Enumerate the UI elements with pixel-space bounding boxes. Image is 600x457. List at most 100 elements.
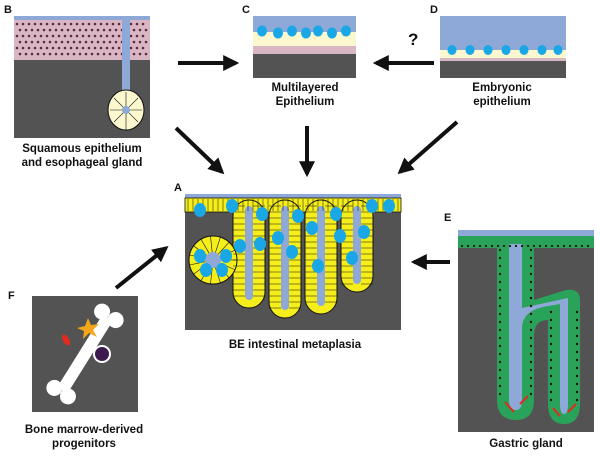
goblet-cell bbox=[501, 45, 511, 55]
goblet-cell bbox=[330, 207, 342, 221]
goblet-cell bbox=[220, 249, 232, 263]
squamous-nucleus bbox=[63, 46, 67, 50]
squamous-nucleus bbox=[129, 22, 133, 26]
gastric-nucleus bbox=[529, 392, 533, 396]
squamous-nucleus bbox=[21, 46, 25, 50]
gastric-nucleus bbox=[514, 244, 518, 248]
gastric-nucleus bbox=[575, 382, 579, 386]
squamous-nucleus bbox=[90, 52, 94, 56]
gastric-nucleus bbox=[575, 310, 579, 314]
squamous-nucleus bbox=[72, 28, 76, 32]
squamous-nucleus bbox=[111, 34, 115, 38]
gastric-nucleus bbox=[508, 244, 512, 248]
gastric-nucleus bbox=[498, 288, 502, 292]
goblet-cell bbox=[194, 203, 206, 217]
squamous-nucleus bbox=[111, 46, 115, 50]
panel-e-gastric-gland bbox=[458, 230, 594, 432]
gastric-nucleus bbox=[549, 358, 553, 362]
gastric-nucleus bbox=[498, 352, 502, 356]
squamous-nucleus bbox=[33, 34, 37, 38]
panel-letter-d: D bbox=[430, 4, 438, 16]
squamous-nucleus bbox=[108, 52, 112, 56]
squamous-nucleus bbox=[111, 22, 115, 26]
squamous-nucleus bbox=[102, 28, 106, 32]
gastric-nucleus bbox=[574, 244, 578, 248]
squamous-nucleus bbox=[81, 22, 85, 26]
goblet-cell bbox=[358, 225, 370, 239]
label-bone-marrow-progenitors: Bone marrow-derived progenitors bbox=[24, 424, 144, 450]
gastric-nucleus bbox=[575, 398, 579, 402]
gastric-nucleus bbox=[529, 320, 533, 324]
squamous-nucleus bbox=[78, 28, 82, 32]
gastric-nucleus bbox=[498, 320, 502, 324]
squamous-nucleus bbox=[42, 52, 46, 56]
squamous-nucleus bbox=[42, 28, 46, 32]
panel-letter-a: A bbox=[174, 182, 182, 194]
squamous-nucleus bbox=[36, 52, 40, 56]
squamous-nucleus bbox=[42, 40, 46, 44]
squamous-nucleus bbox=[138, 28, 142, 32]
gastric-nucleus bbox=[549, 342, 553, 346]
question-mark: ? bbox=[408, 30, 419, 49]
goblet-cell bbox=[366, 199, 378, 213]
squamous-nucleus bbox=[63, 22, 67, 26]
squamous-nucleus bbox=[135, 34, 139, 38]
gastric-red-cells bbox=[504, 395, 577, 417]
squamous-nucleus bbox=[60, 40, 64, 44]
squamous-nucleus bbox=[36, 40, 40, 44]
squamous-nucleus bbox=[102, 52, 106, 56]
squamous-nucleus bbox=[96, 52, 100, 56]
gastric-nucleus bbox=[549, 382, 553, 386]
gastric-nucleus bbox=[490, 244, 494, 248]
squamous-nucleus bbox=[75, 34, 79, 38]
squamous-nucleus bbox=[30, 52, 34, 56]
squamous-nucleus bbox=[81, 34, 85, 38]
squamous-nucleus bbox=[117, 46, 121, 50]
goblet-cell bbox=[257, 25, 267, 37]
panel-c-multilayered-epithelium bbox=[253, 16, 356, 78]
columnar-cell-border bbox=[218, 241, 230, 255]
squamous-nucleus bbox=[75, 46, 79, 50]
goblet-cell bbox=[465, 45, 475, 55]
gastric-nucleus bbox=[562, 244, 566, 248]
squamous-nucleus bbox=[15, 46, 19, 50]
squamous-nucleus bbox=[75, 22, 79, 26]
squamous-nucleus bbox=[105, 22, 109, 26]
squamous-nucleus bbox=[96, 28, 100, 32]
gastric-nucleus bbox=[586, 244, 590, 248]
squamous-nucleus bbox=[48, 40, 52, 44]
squamous-nucleus bbox=[117, 34, 121, 38]
gastric-nucleus bbox=[498, 336, 502, 340]
gastric-nucleus bbox=[549, 366, 553, 370]
goblet-cell bbox=[234, 239, 246, 253]
gastric-nucleus bbox=[526, 244, 530, 248]
goblet-cell bbox=[216, 263, 228, 277]
squamous-nucleus bbox=[84, 52, 88, 56]
panel-f-bone-marrow bbox=[32, 296, 138, 412]
goblet-cell bbox=[254, 237, 266, 251]
gastric-nucleus bbox=[529, 264, 533, 268]
gastric-nucleus bbox=[498, 360, 502, 364]
squamous-nucleus bbox=[39, 22, 43, 26]
gastric-nucleus bbox=[529, 296, 533, 300]
squamous-nucleus bbox=[24, 52, 28, 56]
gastric-nucleus bbox=[544, 244, 548, 248]
squamous-nucleus bbox=[141, 46, 145, 50]
gastric-nucleus bbox=[556, 244, 560, 248]
gastric-nucleus bbox=[575, 358, 579, 362]
gastric-nucleus bbox=[529, 384, 533, 388]
panel-d-embryonic-epithelium bbox=[440, 16, 566, 78]
gastric-nucleus bbox=[498, 312, 502, 316]
squamous-nucleus bbox=[51, 34, 55, 38]
panel-letter-f: F bbox=[8, 290, 15, 302]
squamous-nucleus bbox=[105, 34, 109, 38]
squamous-nucleus bbox=[66, 52, 70, 56]
squamous-nucleus bbox=[144, 52, 148, 56]
gastric-nucleus bbox=[529, 336, 533, 340]
squamous-nucleus bbox=[45, 22, 49, 26]
goblet-cell bbox=[256, 207, 268, 221]
squamous-nucleus bbox=[99, 34, 103, 38]
squamous-nucleus bbox=[99, 22, 103, 26]
gastric-nucleus bbox=[529, 360, 533, 364]
